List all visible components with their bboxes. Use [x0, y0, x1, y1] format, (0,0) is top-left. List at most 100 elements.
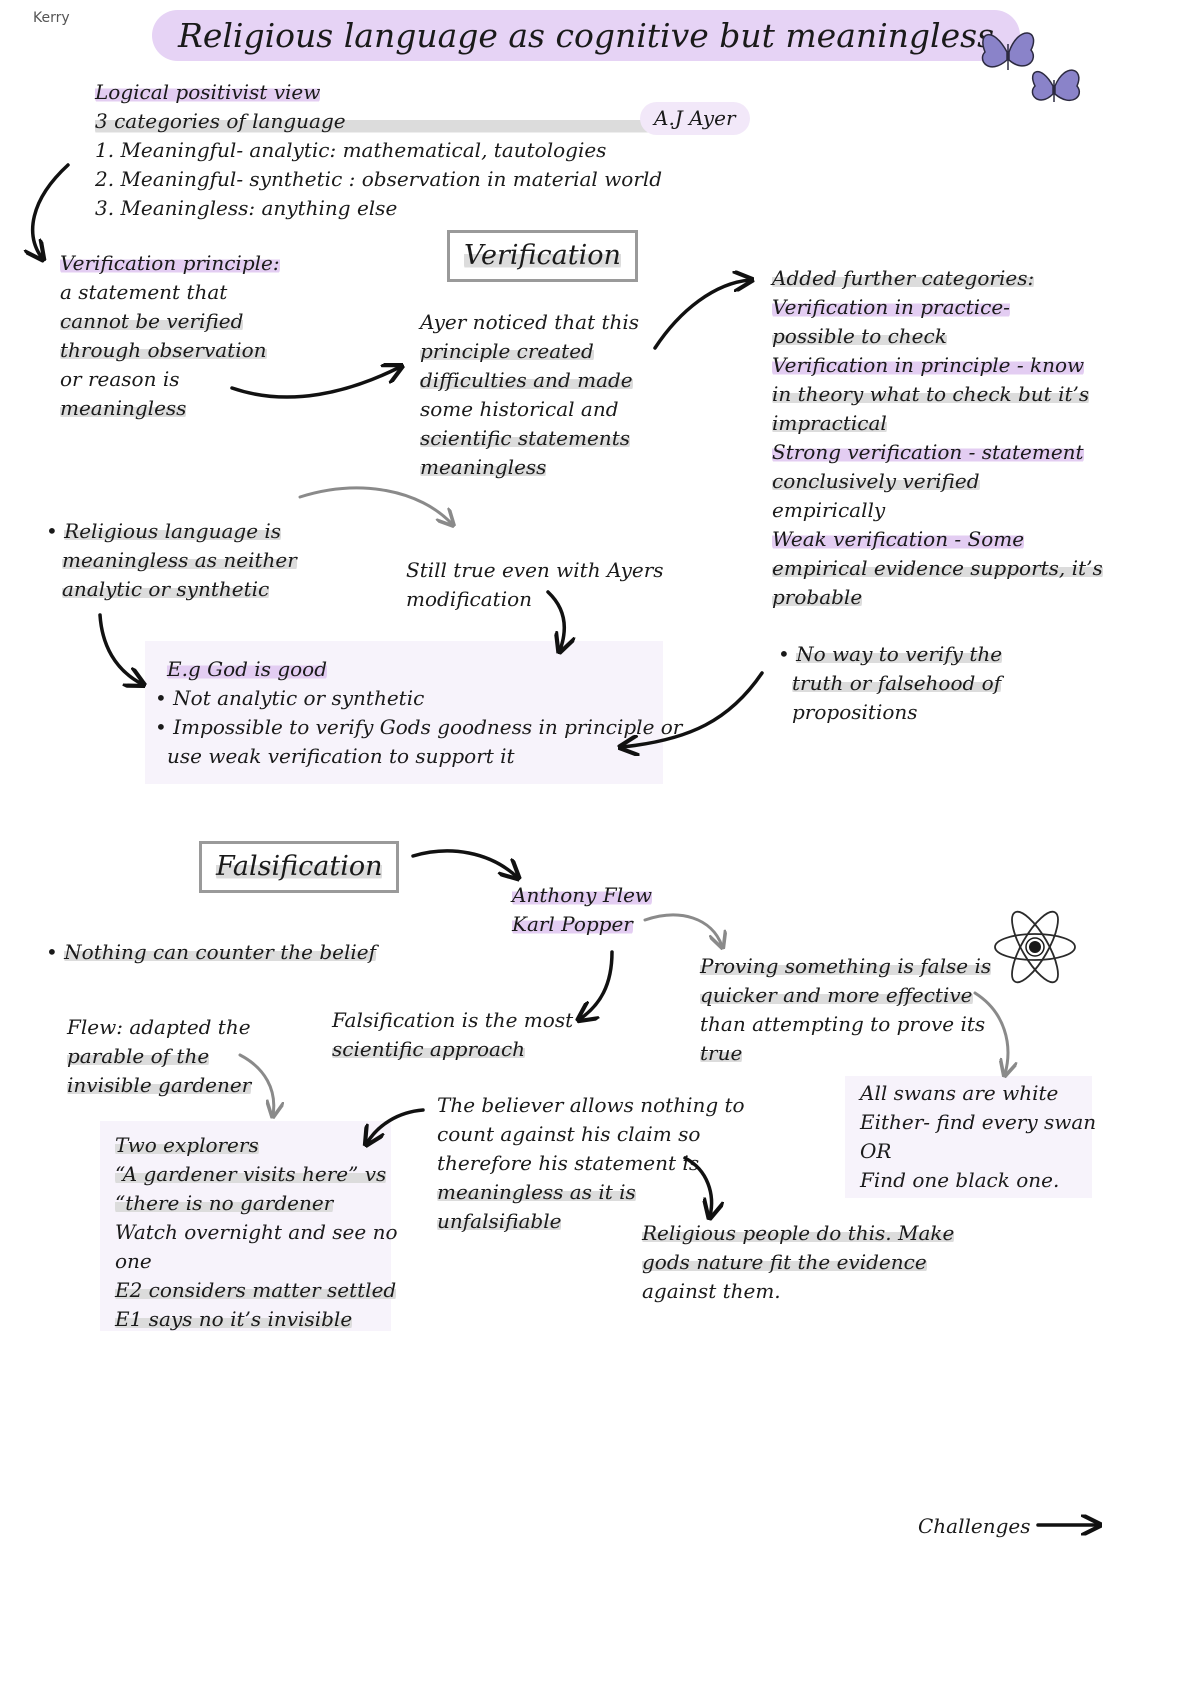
believer-block: The believer allows nothing to count aga… [437, 1091, 745, 1236]
proving-false-line: quicker and more effective [700, 983, 973, 1007]
religious-meaningless-line: Religious language is [64, 519, 282, 543]
category-line: Weak verification - Some [772, 527, 1025, 551]
arrow-principle-to-ayer [230, 367, 400, 399]
author-name: Kerry [33, 10, 70, 26]
ayer-noticed-line: some historical and [420, 397, 619, 421]
arrow-still-true-to-example [546, 590, 564, 650]
most-scientific-line: scientific approach [332, 1037, 526, 1061]
principle-line: cannot be verified [60, 309, 244, 333]
category-line: Verification in principle - know [772, 353, 1085, 377]
explorers-line: one [115, 1249, 152, 1273]
category-line: possible to check [772, 324, 947, 348]
principle-line: a statement that [60, 280, 228, 304]
religious-meaningless-line: meaningless as neither [62, 548, 297, 572]
arrow-believer-to-religious [683, 1156, 712, 1216]
verification-heading: Verification [447, 230, 638, 282]
positivism-block: Logical positivist view 3 categories of … [95, 78, 663, 223]
believer-line: The believer allows nothing to [437, 1093, 745, 1117]
ayer-noticed-line: difficulties and made [420, 368, 633, 392]
no-way-line: No way to verify the [796, 642, 1003, 666]
flew-parable-line: invisible gardener [67, 1073, 252, 1097]
principle-line: through observation [60, 338, 267, 362]
explorers-line: “there is no gardener [115, 1191, 334, 1215]
example-heading: E.g God is good [167, 657, 327, 681]
most-scientific-line: Falsification is the most [332, 1008, 574, 1032]
name-popper: Karl Popper [512, 912, 633, 936]
challenges-link[interactable]: Challenges [918, 1512, 1031, 1541]
religious-people-line: Religious people do this. Make [642, 1221, 955, 1245]
nothing-counter-text: Nothing can counter the belief [64, 940, 376, 964]
ayer-noticed-line: scientific statements [420, 426, 630, 450]
category-line: Added further categories: [772, 266, 1035, 290]
positivism-line: 1. Meaningful- analytic: mathematical, t… [95, 138, 607, 162]
swans-block: All swans are white Either- find every s… [860, 1079, 1096, 1195]
explorers-line: E1 says no it’s invisible [115, 1307, 353, 1331]
verification-heading-text: Verification [464, 240, 621, 271]
positivism-line: 3. Meaningless: anything else [95, 196, 398, 220]
category-line: empirical evidence supports, it’s [772, 556, 1103, 580]
swans-line: Either- find every swan [860, 1110, 1097, 1134]
explorers-block: Two explorers “A gardener visits here” v… [115, 1131, 398, 1334]
no-way-to-verify: • No way to verify the truth or falsehoo… [778, 640, 1003, 727]
believer-line: count against his claim so [437, 1122, 701, 1146]
no-way-line: propositions [792, 700, 918, 724]
challenges-label[interactable]: Challenges [918, 1514, 1031, 1538]
explorers-line: Two explorers [115, 1133, 259, 1157]
flew-parable-line: parable of the [67, 1044, 210, 1068]
still-true: Still true even with Ayers modification [406, 556, 664, 614]
proving-false-line: than attempting to prove its [700, 1012, 986, 1036]
page-title-wrap: Religious language as cognitive but mean… [152, 10, 1021, 61]
religious-meaningless-line: analytic or synthetic [62, 577, 270, 601]
category-line: Verification in practice- [772, 295, 1010, 319]
proving-false-line: Proving something is false is [700, 954, 992, 978]
example-bullet: Impossible to verify Gods goodness in pr… [173, 715, 683, 739]
falsification-heading: Falsification [199, 841, 400, 893]
nothing-counter: • Nothing can counter the belief [46, 940, 376, 964]
category-line: conclusively verified [772, 469, 980, 493]
flew-parable-line: Flew: adapted the [67, 1015, 251, 1039]
falsification-heading-text: Falsification [216, 851, 383, 882]
arrow-religious-to-example [98, 613, 142, 684]
category-line: empirically [772, 498, 886, 522]
verification-principle: Verification principle: a statement that… [60, 249, 280, 423]
name-flew: Anthony Flew [512, 883, 653, 907]
falsification-names: Anthony Flew Karl Popper [512, 881, 653, 939]
ayer-noticed-line: Ayer noticed that this [420, 310, 640, 334]
ayer-badge: A.J Ayer [640, 102, 750, 135]
ayer-noticed: Ayer noticed that this principle created… [420, 308, 639, 482]
arrow-believer-to-explorers [367, 1108, 425, 1143]
verification-categories: Added further categories: Verification i… [772, 264, 1103, 612]
page-title: Religious language as cognitive but mean… [152, 10, 1021, 61]
example-bullet: use weak verification to support it [167, 744, 515, 768]
swans-line: OR [860, 1139, 892, 1163]
example-block: E.g God is good • Not analytic or synthe… [155, 655, 682, 771]
ayer-noticed-line: principle created [420, 339, 594, 363]
religious-people-line: gods nature fit the evidence [642, 1250, 927, 1274]
religious-people-line: against them. [642, 1279, 781, 1303]
swans-line: All swans are white [860, 1081, 1059, 1105]
category-line: Strong verification - statement [772, 440, 1084, 464]
believer-line: meaningless as it is [437, 1180, 636, 1204]
most-scientific: Falsification is the most scientific app… [332, 1006, 573, 1064]
explorers-line: “A gardener visits here” vs [115, 1162, 387, 1186]
still-true-line: Still true even with Ayers [406, 558, 664, 582]
explorers-line: E2 considers matter settled [115, 1278, 397, 1302]
religious-meaningless: • Religious language is meaningless as n… [46, 519, 297, 601]
arrow-names-to-proving [643, 913, 722, 946]
arrow-parable-to-explorers [238, 1053, 274, 1115]
believer-line: therefore his statement is [437, 1151, 700, 1175]
swans-panel [845, 1076, 1092, 1198]
principle-label: Verification principle: [60, 251, 280, 275]
category-line: in theory what to check but it’s [772, 382, 1090, 406]
arrow-ayer-to-categories [653, 280, 750, 350]
religious-people: Religious people do this. Make gods natu… [642, 1219, 955, 1306]
principle-line: or reason is [60, 367, 180, 391]
arrow-positivism-to-principle [33, 163, 70, 258]
flew-parable: Flew: adapted the parable of the invisib… [67, 1013, 252, 1100]
arrow-falsification-to-names [411, 849, 517, 877]
ayer-noticed-line: meaningless [420, 455, 547, 479]
positivism-heading: Logical positivist view [95, 80, 321, 104]
example-bullet: Not analytic or synthetic [173, 686, 425, 710]
swans-line: Find one black one. [860, 1168, 1060, 1192]
